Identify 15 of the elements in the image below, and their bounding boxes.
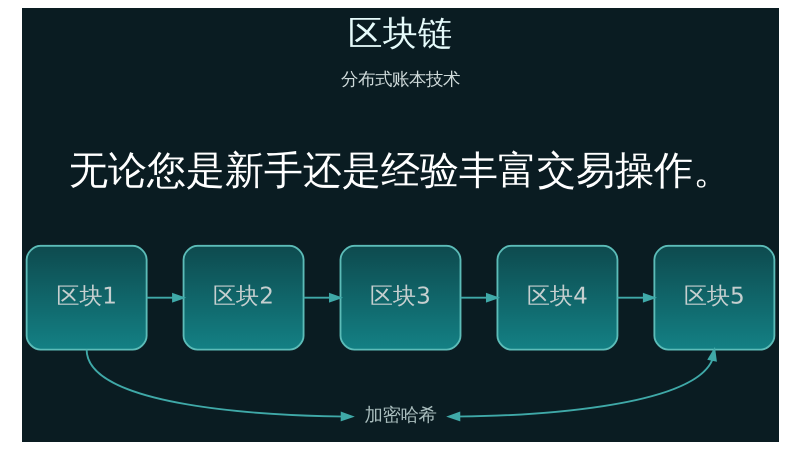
node-box: 区块1 <box>25 244 148 351</box>
label: 无论您是新手还是经验丰富交易操作。 <box>68 148 732 194</box>
arrow <box>303 292 343 303</box>
node-box: 区块2 <box>182 244 304 351</box>
diagram-title: 区块链 <box>348 14 452 54</box>
arrow <box>460 292 500 303</box>
label: 分布式账本技术 <box>340 70 460 90</box>
arrow <box>85 349 354 422</box>
node-box: 区块5 <box>652 244 775 351</box>
node-box: 区块3 <box>339 244 461 351</box>
arrow <box>146 292 186 303</box>
arrow <box>446 346 716 422</box>
node-box: 区块4 <box>496 244 618 351</box>
node-text: 加密哈希 <box>364 404 436 426</box>
arrow <box>617 292 657 303</box>
